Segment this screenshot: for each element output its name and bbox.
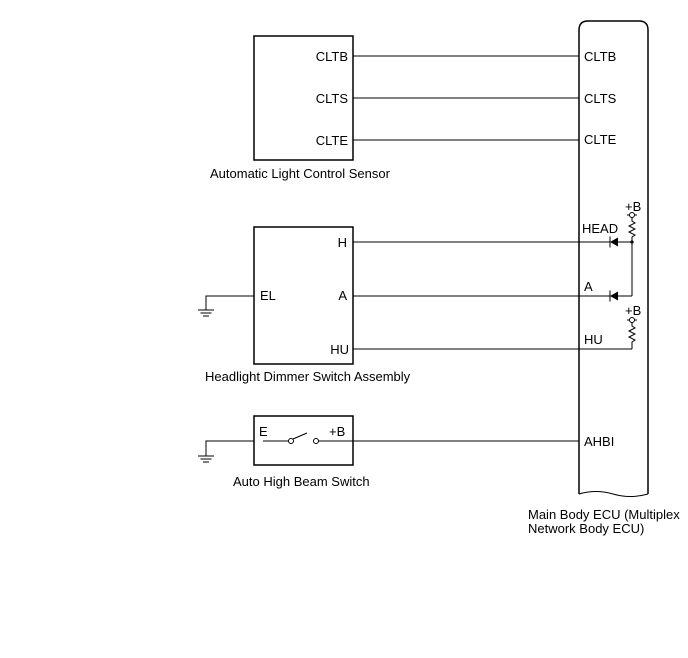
switch-contact-left [288,438,294,444]
dimmer-pin-h: H [338,235,347,250]
main-body-ecu: Main Body ECU (Multiplex Network Body EC… [528,20,680,536]
ecu-outline [578,20,649,494]
ground-wire-highbeam [205,440,254,456]
sensor-pin-clts: CLTS [316,91,349,106]
sensor-pin-cltb: CLTB [316,49,348,64]
diode-a-icon [610,291,618,301]
resistor-2-icon [627,322,637,349]
highbeam-pin-b: +B [329,424,345,439]
ecu-pin-cltb: CLTB [584,49,616,64]
dimmer-pin-a: A [338,288,347,303]
ground-wire-dimmer [205,295,254,310]
supply-label-2: +B [625,303,641,318]
resistor-1-icon [627,217,637,242]
ecu-pin-clts: CLTS [584,91,617,106]
switch-contact-right [313,438,319,444]
ecu-supply-circuit-1: +B [609,199,641,302]
supply-terminal-1 [629,212,635,218]
headlight-dimmer-switch: H A HU EL Headlight Dimmer Switch Assemb… [205,226,411,384]
highbeam-pin-e: E [259,424,268,439]
light-control-sensor: CLTB CLTS CLTE Automatic Light Control S… [210,35,391,181]
ecu-pin-ahbi: AHBI [584,434,614,449]
ecu-label-line1: Main Body ECU (Multiplex [528,507,680,522]
ecu-break-line [578,491,649,497]
sensor-pin-clte: CLTE [316,133,349,148]
dimmer-label: Headlight Dimmer Switch Assembly [205,369,411,384]
auto-high-beam-switch: E +B Auto High Beam Switch [233,415,370,489]
ecu-pin-hu: HU [584,332,603,347]
highbeam-label: Auto High Beam Switch [233,474,370,489]
ecu-supply-circuit-2: +B [625,303,641,349]
ecu-pin-clte: CLTE [584,132,617,147]
sensor-box [253,35,354,161]
ecu-pin-head: HEAD [582,221,618,236]
switch-lever-icon [292,432,308,440]
wires [263,55,632,442]
ground-highbeam [198,440,254,463]
dimmer-pin-el: EL [260,288,276,303]
ecu-pin-a: A [584,279,593,294]
ground-dimmer [198,295,254,317]
dimmer-box [253,226,354,365]
dimmer-pin-hu: HU [330,342,349,357]
supply-label-1: +B [625,199,641,214]
sensor-label: Automatic Light Control Sensor [210,166,391,181]
supply-terminal-2 [629,317,635,323]
diode-head-icon [610,237,618,247]
ecu-label-line2: Network Body ECU) [528,521,644,536]
